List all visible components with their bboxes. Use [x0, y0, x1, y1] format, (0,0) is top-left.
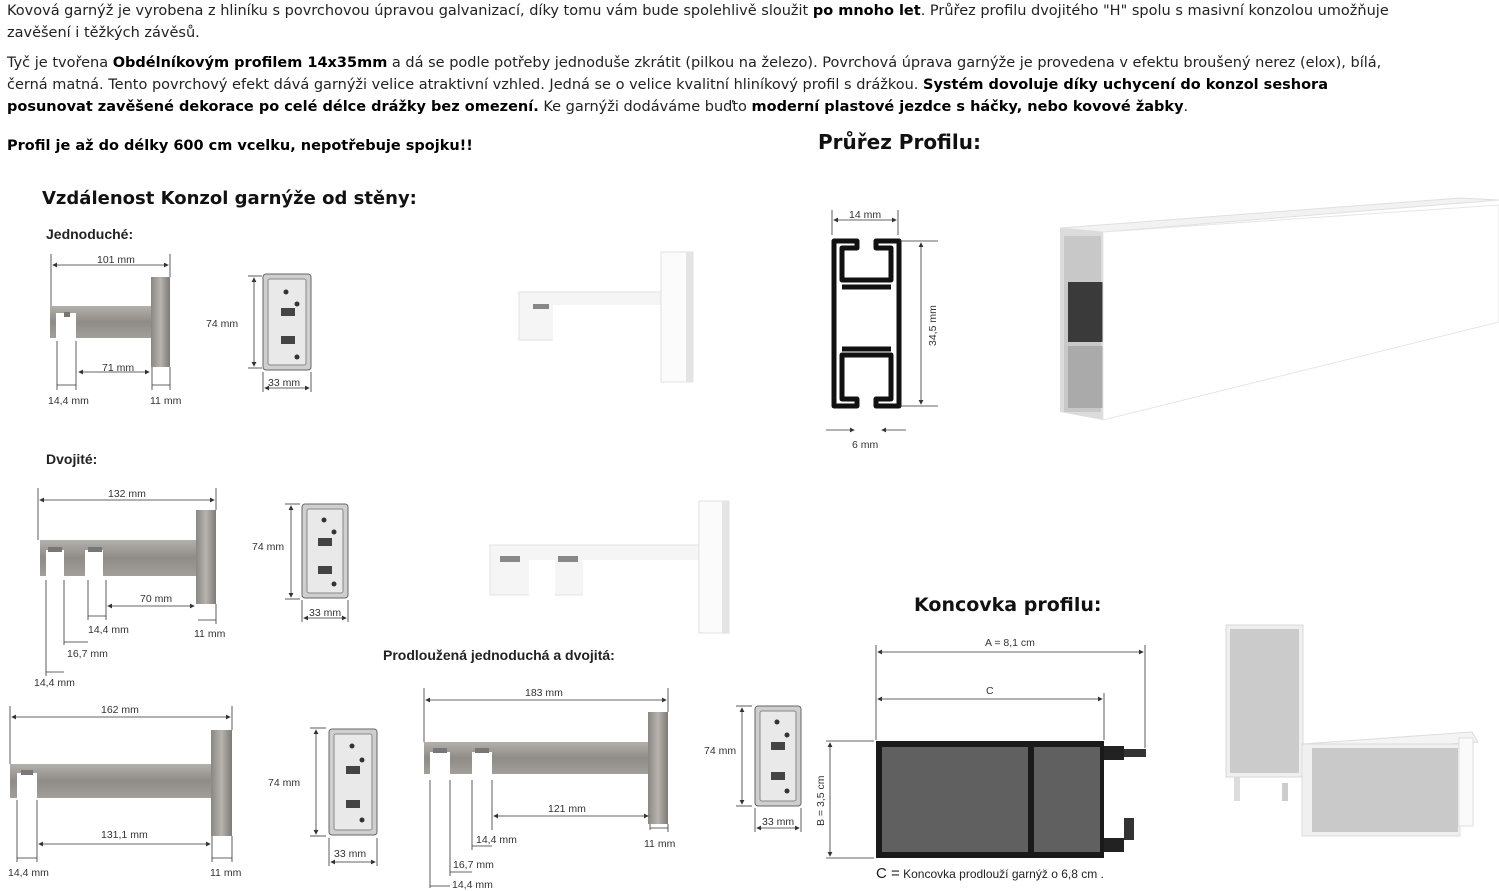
double-plate-drawing: 74 mm 33 mm — [252, 503, 349, 622]
single-plate-w-label: 33 mm — [268, 377, 300, 389]
ext-double-plate-h-label: 74 mm — [704, 745, 736, 757]
profile-title: Průřez Profilu: — [818, 130, 981, 154]
double-right-label: 11 mm — [194, 628, 226, 640]
double-total-label: 132 mm — [108, 488, 146, 500]
ext-single-inner-label: 131,1 mm — [101, 829, 148, 841]
ext-double-total-label: 183 mm — [525, 687, 563, 699]
endcap-title: Koncovka profilu: — [914, 594, 1102, 616]
ext-double-plate-w-label: 33 mm — [762, 816, 794, 828]
double-bracket-white — [489, 500, 730, 634]
single-title: Jednoduché: — [46, 226, 134, 242]
double-left-label: 14,4 mm — [34, 677, 75, 689]
ext-double-inner-label: 121 mm — [548, 803, 586, 815]
intro-paragraph-2: Tyč je tvořena Obdélníkovým profilem 14x… — [7, 55, 1382, 115]
ext-single-plate-drawing: 74 mm 33 mm — [268, 727, 378, 866]
endcap-a-label: A = 8,1 cm — [985, 637, 1035, 649]
profile-height-label: 34,5 mm — [927, 305, 939, 346]
profile-3d-render — [1059, 197, 1499, 421]
ext-double-gap2-label: 16,7 mm — [453, 859, 494, 871]
brackets-title: Vzdálenost Konzol garnýže od stěny: — [42, 188, 417, 209]
single-inner-label: 71 mm — [102, 362, 134, 374]
single-bracket-drawing: 101 mm 71 mm 14,4 mm 11 mm — [48, 254, 182, 407]
ext-double-left-label: 14,4 mm — [452, 879, 493, 891]
extended-title: Prodloužená jednoduchá a dvojitá: — [383, 647, 615, 663]
intro-paragraph-3: Profil je až do délky 600 cm vcelku, nep… — [7, 138, 473, 154]
endcap-note: C = Koncovka prodlouží garnýž o 6,8 cm . — [876, 865, 1104, 882]
ext-single-plate-h-label: 74 mm — [268, 777, 300, 789]
endcap-drawing: A = 8,1 cm C B = 3,5 cm — [815, 637, 1146, 859]
ext-single-total-label: 162 mm — [101, 704, 139, 716]
ext-single-left-label: 14,4 mm — [8, 867, 49, 879]
profile-slot-label: 6 mm — [852, 439, 879, 451]
single-right-label: 11 mm — [150, 395, 182, 407]
single-bracket-white — [518, 251, 694, 383]
ext-double-plate-drawing: 74 mm 33 mm — [704, 705, 802, 832]
double-bracket-drawing: 132 mm 70 mm 14,4 mm 16,7 mm 14,4 mm 11 … — [34, 488, 226, 689]
endcap-b-label: B = 3,5 cm — [815, 775, 827, 826]
single-plate-h-label: 74 mm — [206, 318, 238, 330]
ext-single-plate-w-label: 33 mm — [334, 848, 366, 860]
single-left-label: 14,4 mm — [48, 395, 89, 407]
ext-double-bracket-drawing: 183 mm 121 mm 14,4 mm 16,7 mm 14,4 mm 11… — [423, 687, 676, 891]
endcap-c-label: C — [986, 685, 994, 697]
single-total-label: 101 mm — [97, 254, 135, 266]
double-inner-label: 70 mm — [140, 593, 172, 605]
endcap-render — [1225, 624, 1479, 837]
double-title: Dvojité: — [46, 451, 98, 467]
intro-paragraph-1: Kovová garnýž je vyrobena z hliníku s po… — [7, 3, 1389, 41]
double-plate-w-label: 33 mm — [309, 607, 341, 619]
profile-width-label: 14 mm — [849, 209, 881, 221]
single-plate-drawing: 74 mm 33 mm — [206, 273, 312, 392]
ext-double-gap1-label: 14,4 mm — [476, 834, 517, 846]
double-gap2-label: 16,7 mm — [67, 648, 108, 660]
profile-cross-section: 14 mm 34,5 mm 6 mm — [826, 209, 939, 451]
ext-single-bracket-drawing: 162 mm 131,1 mm 14,4 mm 11 mm — [8, 704, 242, 879]
ext-single-right-label: 11 mm — [210, 867, 242, 879]
double-gap1-label: 14,4 mm — [88, 624, 129, 636]
double-plate-h-label: 74 mm — [252, 541, 284, 553]
ext-double-right-label: 11 mm — [644, 838, 676, 850]
